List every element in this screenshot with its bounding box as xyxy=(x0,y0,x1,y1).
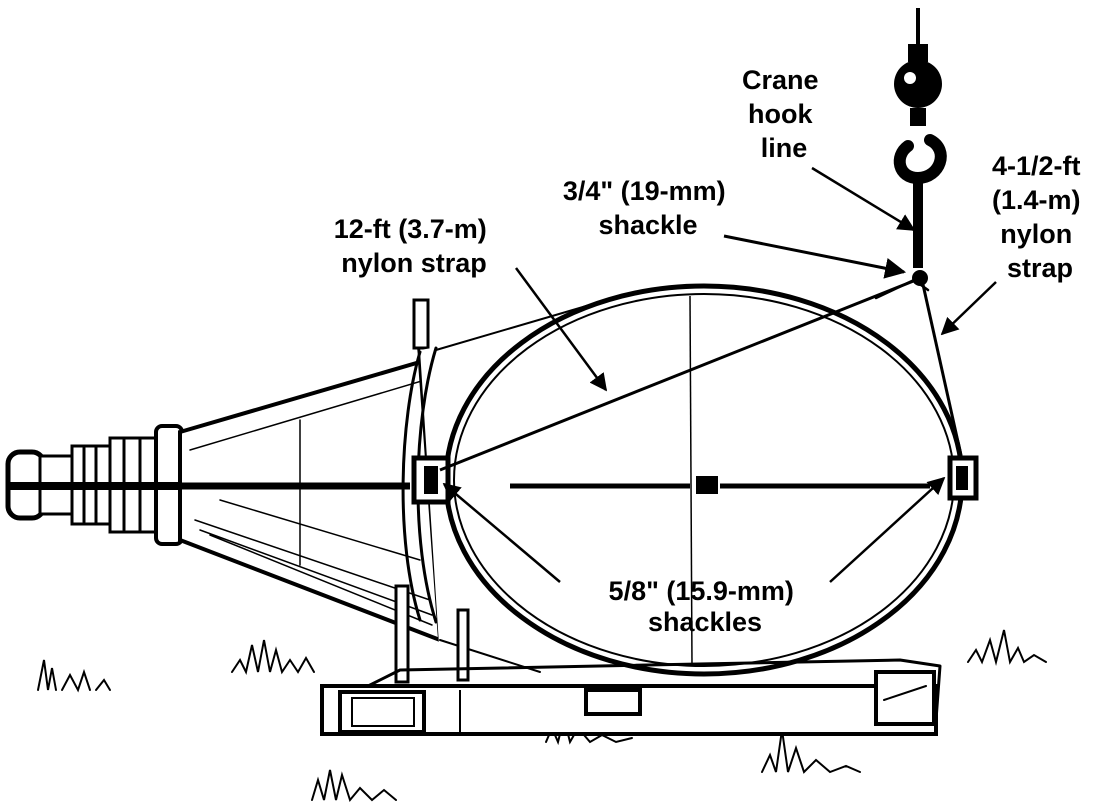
label-nylon-strap-long: 12-ft (3.7-m) nylon strap xyxy=(334,214,495,278)
side-shackle-right xyxy=(947,455,979,501)
side-shackle-left xyxy=(411,455,451,505)
leader-lines xyxy=(442,166,997,583)
nozzle-end xyxy=(5,424,184,546)
crane-hook xyxy=(893,8,947,286)
support-stand xyxy=(320,584,942,736)
lifting-straps xyxy=(439,278,964,472)
label-shackle-top: 3/4" (19-mm) shackle xyxy=(563,176,733,240)
canister-drum xyxy=(401,283,965,677)
label-shackles-side: 5/8" (15.9-mm) shackles xyxy=(609,576,802,637)
cone-body xyxy=(178,298,443,643)
label-crane-hook-line: Crane hook line xyxy=(742,65,826,163)
label-nylon-strap-short: 4-1/2-ft (1.4-m) nylon strap xyxy=(992,151,1088,283)
